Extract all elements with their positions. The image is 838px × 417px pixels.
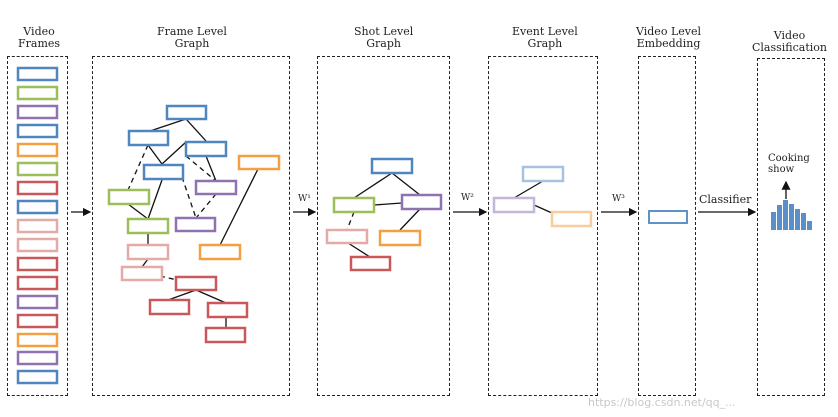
frame-6 <box>16 161 59 177</box>
label-video-classification: Video Classification <box>752 29 828 54</box>
weight-w3: W³ <box>612 194 625 204</box>
frame-12 <box>16 275 59 291</box>
label-video-frames: Video Frames <box>18 25 61 50</box>
weight-w2: W² <box>461 193 474 203</box>
video-frames-panel <box>7 56 68 396</box>
video-embedding-vector <box>648 210 688 224</box>
frame-9 <box>16 218 59 234</box>
frame-2 <box>16 85 59 101</box>
frame-11 <box>16 256 59 272</box>
label-video-level-embedding: Video Level Embedding <box>636 25 701 50</box>
frame-16 <box>16 350 59 366</box>
label-frame-level-graph: Frame Level Graph <box>157 25 227 50</box>
frame-4 <box>16 123 59 139</box>
frame-13 <box>16 294 59 310</box>
event-level-graph-panel <box>488 56 598 396</box>
frame-graph-edges <box>127 118 259 328</box>
frame-graph-nodes <box>107 104 281 344</box>
weight-w1: W¹ <box>298 194 311 204</box>
video-level-embedding-panel <box>638 56 696 396</box>
shot-level-graph-panel <box>317 56 450 396</box>
classifier-label: Classifier <box>699 193 752 206</box>
frame-5 <box>16 142 59 158</box>
video-frames-stack <box>16 66 59 385</box>
watermark: https://blog.csdn.net/qq_... <box>588 396 736 409</box>
frame-1 <box>16 66 59 82</box>
frame-10 <box>16 237 59 253</box>
frame-15 <box>16 332 59 348</box>
shot-graph-dashed-edges <box>346 211 355 231</box>
frame-graph-dashed-edges <box>127 144 217 284</box>
label-event-level-graph: Event Level Graph <box>512 25 578 50</box>
frame-7 <box>16 180 59 196</box>
video-classification-panel <box>757 58 825 396</box>
event-graph-nodes <box>492 165 593 228</box>
prediction-label: Cooking show <box>768 153 810 175</box>
shot-graph-edges <box>347 172 421 258</box>
frame-level-graph-panel <box>92 56 290 396</box>
frame-8 <box>16 199 59 215</box>
frame-3 <box>16 104 59 120</box>
classification-histogram-icon <box>771 200 812 230</box>
frame-17 <box>16 369 59 385</box>
event-graph-edges <box>513 180 553 214</box>
shot-graph-nodes <box>325 157 443 272</box>
label-shot-level-graph: Shot Level Graph <box>354 25 414 50</box>
frame-14 <box>16 313 59 329</box>
